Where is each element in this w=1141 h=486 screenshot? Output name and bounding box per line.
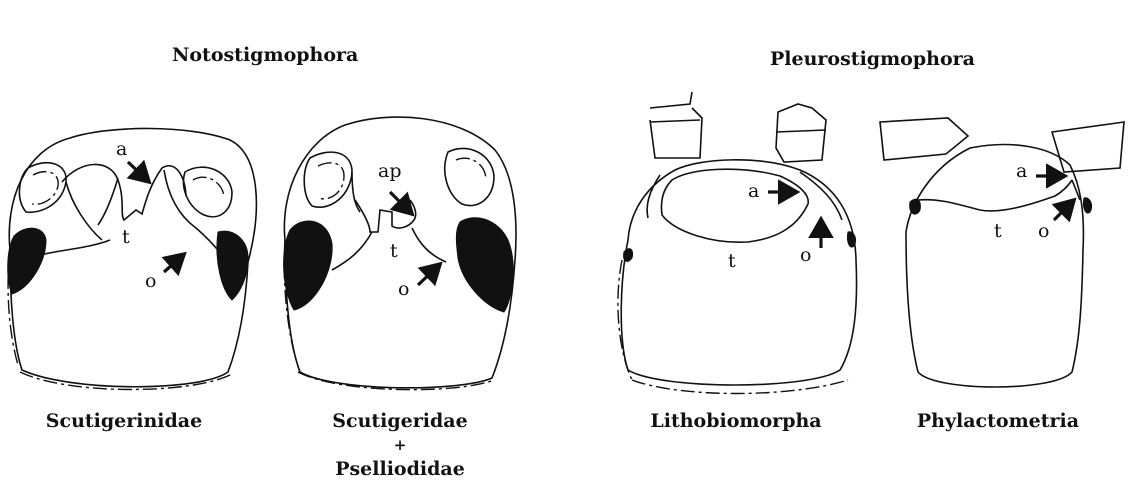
caption-plus-sign: + [393,436,407,454]
label-o-scutigeridae: o [398,278,410,300]
phylactometria-head-drawing [879,117,1125,388]
label-t-scutigerinidae: t [122,226,130,248]
caption-phylactometria: Phylactometria [916,410,1080,432]
label-a-scutigerinidae: a [116,138,128,160]
label-o-phylactometria: o [1038,220,1050,242]
scutigerinidae-head-drawing [7,127,258,391]
label-t-lithobiomorpha: t [728,250,736,272]
caption-pselliodidae: Pselliodidae [335,458,465,480]
caption-lithobiomorpha: Lithobiomorpha [650,410,822,432]
label-a-phylactometria: a [1016,160,1028,182]
caption-scutigeridae: Scutigeridae [332,410,468,432]
label-o-scutigerinidae: o [145,270,157,292]
label-a-lithobiomorpha: a [748,180,760,202]
group-title-notostigmophora: Notostigmophora [172,44,359,66]
lithobiomorpha-head-drawing [617,91,858,395]
label-t-phylactometria: t [994,220,1002,242]
caption-scutigerinidae: Scutigerinidae [45,410,203,432]
group-title-pleurostigmophora: Pleurostigmophora [770,48,975,70]
scutigeridae-pselliodidae-head-drawing [283,116,517,391]
label-t-scutigeridae: t [390,240,398,262]
label-o-lithobiomorpha: o [800,244,812,266]
label-ap-scutigeridae: ap [378,160,402,182]
